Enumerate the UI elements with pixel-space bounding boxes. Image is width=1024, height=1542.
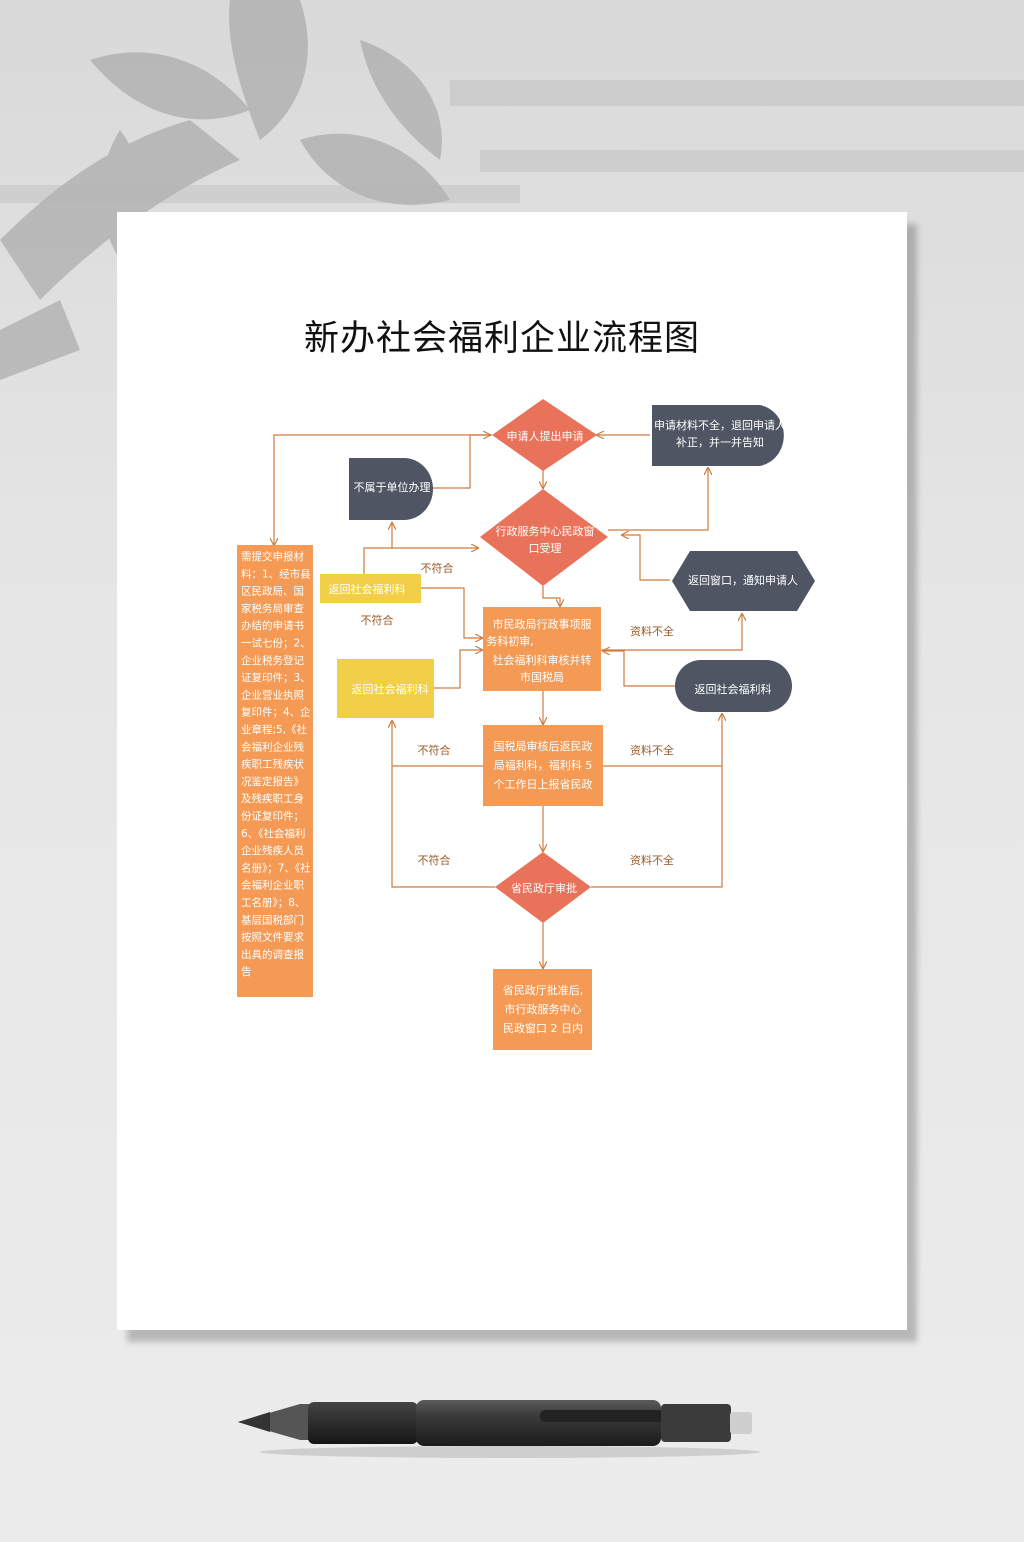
materials-line: 名册》；7、《社 — [241, 861, 311, 874]
materials-line: 区民政局、国 — [241, 585, 304, 598]
materials-line: 料：1、经市县 — [241, 567, 311, 580]
final-line3: 民政窗口 2 日内 — [503, 1021, 583, 1035]
connector-return3-to-city — [603, 651, 676, 687]
return-welfare-yellow-box-2 — [337, 659, 434, 718]
tax-review-box — [483, 725, 603, 806]
materials-line: 及残疾职工身 — [241, 792, 304, 805]
not-conform-label-1: 不符合 — [421, 561, 454, 575]
not-conform-label-2: 不符合 — [361, 613, 394, 627]
materials-line: 工名册》；8、 — [241, 896, 305, 909]
edge-labels: 不符合 不符合 不符合 不符合 资料不全 资料不全 资料不全 — [361, 561, 675, 867]
city-review-line1: 市民政局行政事项服 — [493, 617, 592, 631]
connectors — [274, 435, 742, 968]
not-belong-label: 不属于单位办理 — [354, 480, 431, 494]
materials-line: 企业营业执照 — [241, 688, 304, 701]
city-review-box — [483, 607, 601, 691]
page-title: 新办社会福利企业流程图 — [303, 319, 700, 359]
materials-line: 6、《社会福利 — [241, 827, 305, 840]
connector-yellow1-to-accept — [363, 548, 478, 575]
return-welfare-dark-box — [675, 660, 792, 712]
connector-yellow2-to-city — [434, 650, 482, 689]
tax-review-line3: 个工作日上报省民政 — [494, 777, 593, 791]
connector-tax-to-return3 — [603, 714, 722, 767]
connector-accept-to-incomplete — [608, 468, 708, 531]
leaf-shadow-background — [0, 0, 1024, 380]
materials-line: 份证复印件； — [241, 810, 304, 823]
materials-line: 基层国税部门 — [241, 913, 304, 926]
connector-accept-to-city — [542, 586, 560, 606]
window-accept-label-line2: 口受理 — [529, 542, 562, 555]
connector-apply-to-materials — [274, 434, 492, 545]
connector-yellow1-to-city — [420, 587, 482, 638]
materials-line: 会福利企业残 — [241, 740, 304, 753]
not-conform-label-4: 不符合 — [418, 853, 451, 867]
city-review-line3: 社会福利科审核并转 — [493, 653, 592, 667]
city-review-line2: 务科初审, — [486, 634, 534, 648]
materials-line: 一试七份；2、 — [241, 638, 311, 650]
tax-review-line1: 国税局审核后返民政 — [494, 739, 593, 753]
incomplete-return-box — [652, 405, 784, 466]
not-belong-box — [349, 458, 433, 520]
apply-diamond — [492, 399, 597, 471]
return-welfare-dark-label: 返回社会福利科 — [695, 682, 772, 696]
pen-image — [238, 1400, 760, 1458]
materials-line: 出具的调查报 — [241, 948, 304, 961]
materials-line: 按照文件要求 — [241, 931, 304, 944]
materials-line: 企业税务登记 — [241, 654, 304, 667]
incomplete-label-a: 资料不全 — [630, 624, 674, 638]
connector-province-left — [391, 766, 495, 888]
materials-line: 企业残疾人员 — [241, 844, 304, 857]
connector-city-to-returnwindow — [601, 614, 742, 651]
province-approve-diamond — [495, 852, 591, 923]
final-line1: 省民政厅批准后, — [503, 983, 584, 997]
apply-label: 申请人提出申请 — [507, 429, 584, 443]
connector-returnwindow-to-accept — [622, 535, 670, 581]
return-welfare-yellow-label-2: 返回社会福利科 — [352, 682, 429, 696]
connector-notbelong-to-apply — [433, 435, 490, 489]
city-review-line4: 市国税局 — [520, 670, 564, 684]
final-box — [493, 969, 592, 1050]
materials-text: 需提交申报材料：1、经市县区民政局、国家税务局审查办结的申请书一试七份；2、企业… — [241, 550, 311, 978]
connector-province-right — [591, 766, 723, 888]
materials-line: 需提交申报材 — [241, 550, 304, 563]
materials-line: 办结的申请书 — [241, 619, 304, 632]
incomplete-label-line2: 补正，并一并告知 — [676, 435, 764, 449]
tax-review-line2: 局福利科，福利科 5 — [494, 758, 593, 772]
return-welfare-yellow-label-1: 返回社会福利科 — [329, 582, 406, 596]
final-line2: 市行政服务中心 — [505, 1002, 582, 1016]
incomplete-label-line1: 申请材料不全，退回申请人 — [654, 418, 786, 432]
materials-line: 疾职工残疾状 — [241, 758, 304, 771]
return-welfare-yellow-box-1 — [320, 574, 421, 603]
materials-line: 证复印件；3、 — [241, 671, 311, 684]
window-accept-label-line1: 行政服务中心民政窗 — [496, 524, 595, 538]
materials-line: 况鉴定报告》 — [241, 775, 304, 788]
return-window-hexagon — [672, 551, 815, 611]
materials-line: 告 — [241, 965, 252, 978]
window-accept-diamond — [480, 489, 608, 586]
materials-box — [237, 545, 313, 997]
materials-line: 复印件；4、企 — [241, 706, 311, 719]
return-window-label: 返回窗口，通知申请人 — [688, 573, 798, 587]
incomplete-label-b: 资料不全 — [630, 743, 674, 757]
materials-line: 业章程;5,《社 — [241, 723, 308, 736]
incomplete-label-c: 资料不全 — [630, 853, 674, 867]
not-conform-label-3: 不符合 — [418, 743, 451, 757]
province-approve-label: 省民政厅审批 — [511, 881, 577, 895]
materials-line: 家税务局审查 — [241, 602, 304, 615]
materials-line: 会福利企业职 — [241, 879, 304, 892]
